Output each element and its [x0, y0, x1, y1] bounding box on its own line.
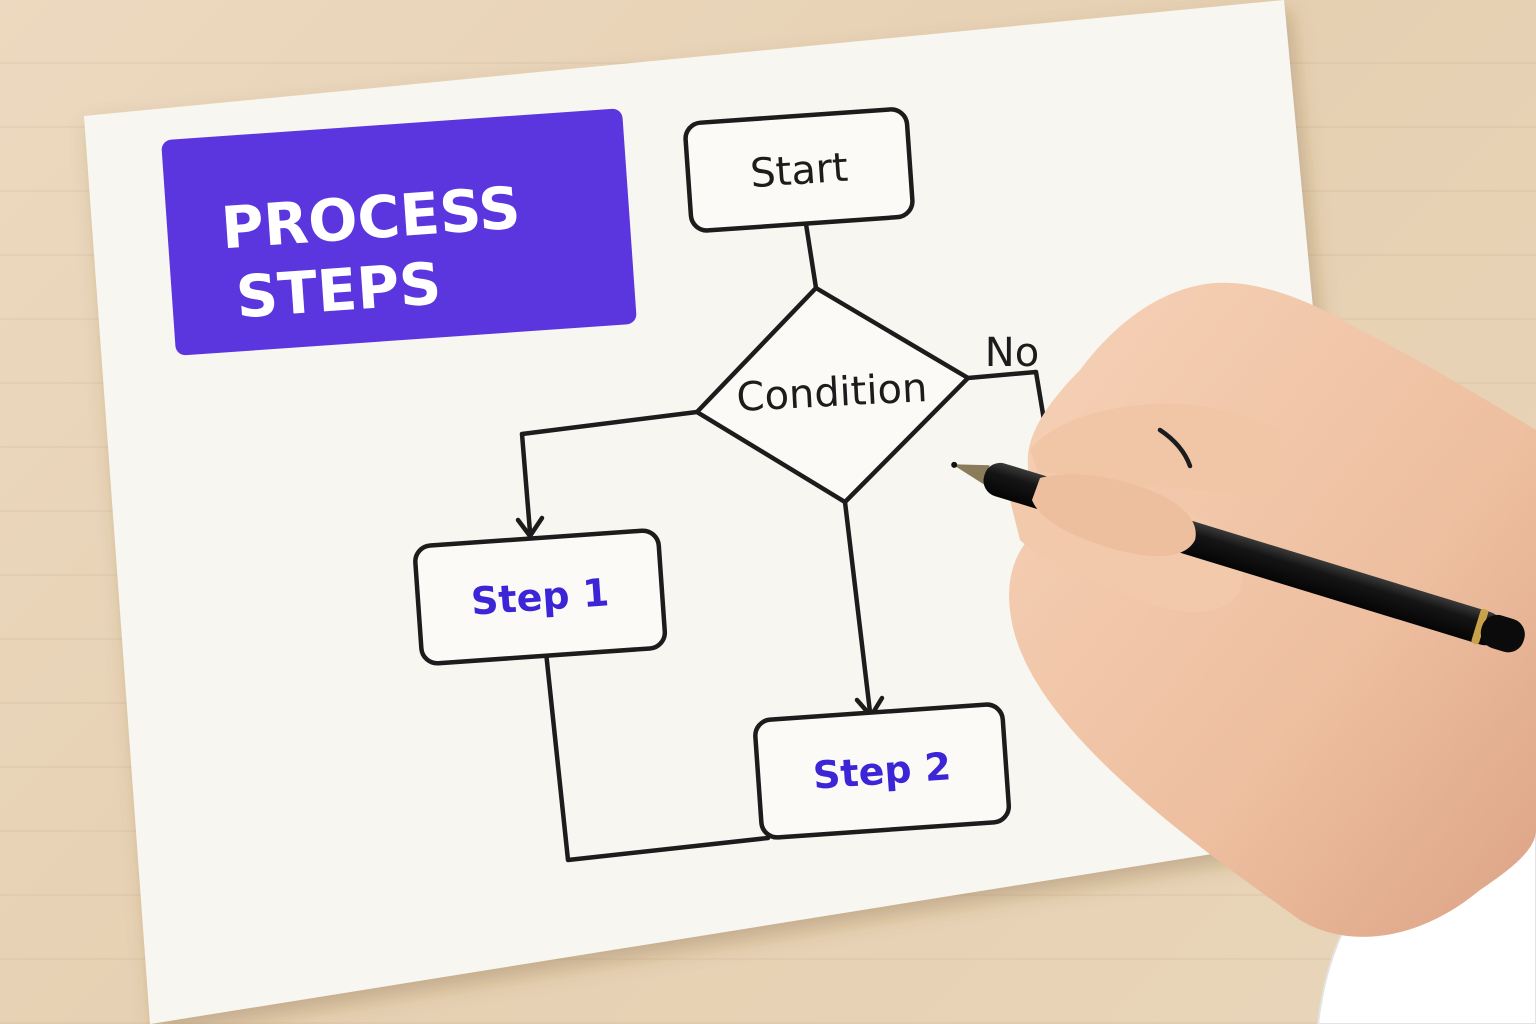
step2-label: Step 2: [812, 744, 953, 798]
title-card-background: [161, 108, 637, 356]
condition-label: Condition: [735, 365, 928, 421]
start-box: [683, 107, 915, 233]
start-node: Start: [683, 107, 915, 233]
connector-no-branch: [965, 369, 1047, 423]
connector-lines: [515, 221, 1047, 863]
start-label: Start: [749, 145, 850, 198]
no-branch-label: No: [985, 330, 1039, 376]
connector-condition-to-step2: [842, 499, 873, 715]
step1-box: [413, 528, 668, 666]
connector-step1-loop: [543, 649, 771, 863]
condition-node: Condition: [693, 285, 972, 505]
step1-node: Step 1: [413, 528, 668, 666]
arrowhead-step1: [515, 515, 545, 539]
middle-finger: [1032, 474, 1196, 557]
step2-node: Step 2: [753, 702, 1012, 840]
condition-diamond: [693, 285, 972, 505]
step1-label: Step 1: [470, 570, 611, 624]
title-card: PROCESS STEPS: [161, 108, 637, 356]
pen-gold-ring: [1471, 608, 1489, 645]
hand-illustration: [951, 282, 1536, 1024]
step2-box: [753, 702, 1012, 840]
pen-tip: [952, 464, 990, 485]
title-line-2: STEPS: [234, 249, 443, 331]
knuckle-crease: [1157, 427, 1193, 469]
pen-nib: [951, 461, 958, 468]
connector-condition-to-step1: [519, 409, 700, 535]
connector-start-to-condition: [803, 221, 819, 291]
pen-end-cap: [1480, 614, 1525, 653]
